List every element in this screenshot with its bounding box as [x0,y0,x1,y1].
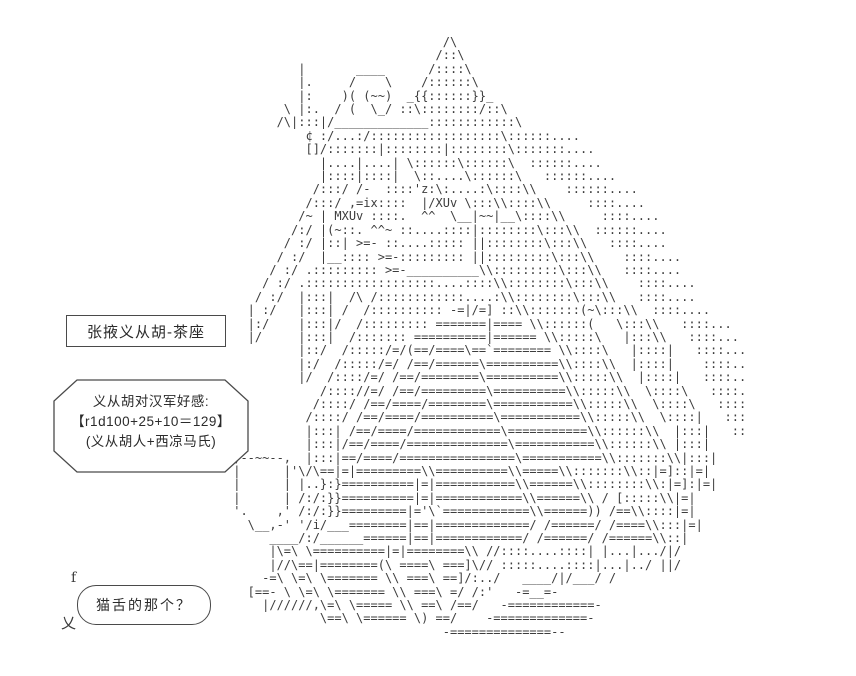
affection-line-3: (义从胡人+西凉马氏) [85,434,217,449]
speech-bubble-tail-bottom: 乂 [61,615,77,632]
affection-line-2: 【r1d100+25+10＝129】 [71,414,231,429]
affection-bubble-text: 义从胡对汉军好感: 【r1d100+25+10＝129】 (义从胡人+西凉马氏) [52,379,250,452]
ascii-art-horse: /\ /::\ | ____ /::::\ |. / \ /::::::\ |:… [233,35,747,639]
speech-bubble: 猫舌的那个？ [77,585,211,625]
name-box-label: 张掖义从胡-茶座 [87,323,205,341]
speech-bubble-text: 猫舌的那个？ [96,597,192,613]
name-box: 张掖义从胡-茶座 [66,315,226,347]
affection-line-1: 义从胡对汉军好感: [92,394,210,409]
affection-bubble: 义从胡对汉军好感: 【r1d100+25+10＝129】 (义从胡人+西凉马氏) [52,379,250,473]
affection-bubble-border [53,379,249,473]
speech-bubble-tail-top: f [71,570,77,586]
